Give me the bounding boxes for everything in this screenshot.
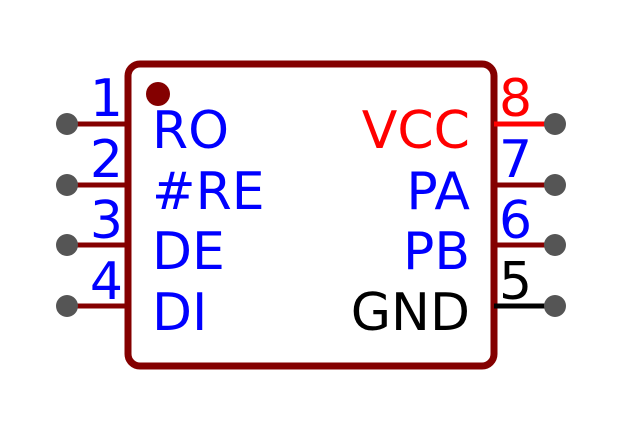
pin-4-name: DI: [152, 283, 207, 343]
pin-3[interactable]: 3 DE: [56, 191, 225, 282]
pin-6-number: 6: [499, 191, 532, 251]
pin-7[interactable]: 7 PA: [406, 130, 566, 222]
pin-terminal-dot-icon: [544, 234, 566, 256]
pin-4[interactable]: 4 DI: [56, 252, 207, 343]
pin-8-number: 8: [499, 69, 532, 129]
pin-1-name: RO: [152, 101, 229, 161]
pin-5-name: GND: [351, 283, 470, 343]
pin-3-number: 3: [90, 191, 123, 251]
pin-7-number: 7: [499, 130, 532, 190]
pin-1-number: 1: [90, 69, 123, 129]
pin-2[interactable]: 2 #RE: [56, 130, 265, 222]
pin-terminal-dot-icon: [544, 174, 566, 196]
pin-5-number: 5: [499, 252, 532, 312]
pin-2-number: 2: [90, 130, 123, 190]
pin-5[interactable]: 5 GND: [351, 252, 566, 343]
pin-terminal-dot-icon: [56, 174, 78, 196]
pin-2-name: #RE: [152, 162, 265, 222]
ic-body: [124, 60, 498, 370]
pin-terminal-dot-icon: [544, 295, 566, 317]
pin-terminal-dot-icon: [56, 113, 78, 135]
pin-8-name: VCC: [362, 101, 470, 161]
pin-terminal-dot-icon: [544, 113, 566, 135]
pin-6-name: PB: [403, 222, 470, 282]
pin-4-number: 4: [90, 252, 123, 312]
pin-1[interactable]: 1 RO: [56, 69, 229, 161]
pin-6[interactable]: 6 PB: [403, 191, 566, 282]
pin-terminal-dot-icon: [56, 234, 78, 256]
pin-7-name: PA: [406, 162, 470, 222]
pin-8[interactable]: 8 VCC: [362, 69, 566, 161]
pin1-dot-icon: [146, 82, 170, 106]
pin-3-name: DE: [152, 222, 225, 282]
pin-terminal-dot-icon: [56, 295, 78, 317]
